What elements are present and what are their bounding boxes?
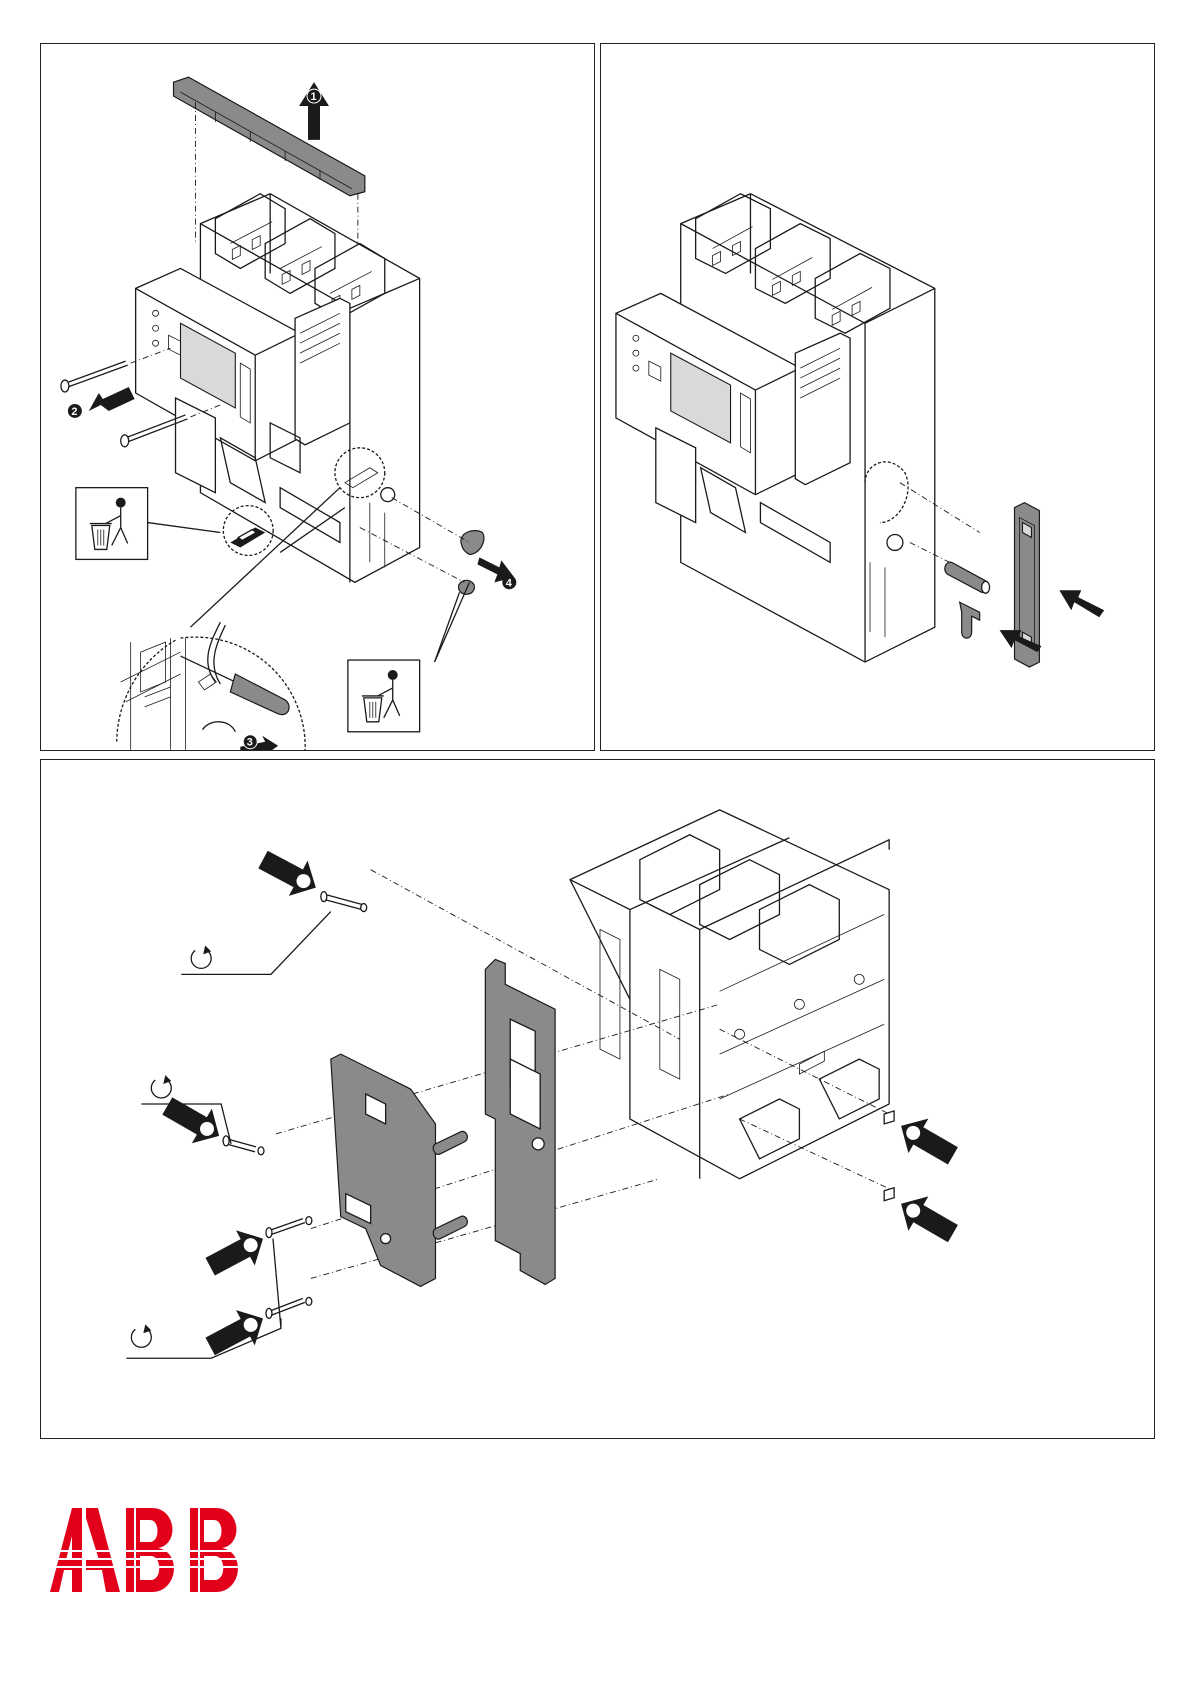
abb-logo: [48, 1506, 268, 1592]
step-1-arrow: 1: [299, 82, 329, 140]
insert-arrow: [157, 1089, 229, 1153]
step-3-arrow: 3: [240, 735, 278, 750]
panel-step-3-plate-mounting: [40, 759, 1155, 1439]
insert-arrow: [891, 1186, 963, 1250]
mounting-plate-rear: [485, 959, 555, 1284]
disassembly-illustration: 1: [41, 44, 594, 750]
panel-step-2-assembly: [600, 43, 1155, 751]
rotate-icon: [131, 1324, 151, 1347]
mounting-plate-front: [331, 1054, 436, 1286]
new-lever-part: [960, 602, 980, 638]
step-1-number: 1: [311, 91, 317, 103]
screw-lower: [266, 1217, 312, 1238]
nut-right-upper: [884, 1111, 894, 1124]
spacer: [433, 1216, 467, 1239]
waste-bin-icon: [348, 660, 420, 732]
insert-arrow: [1059, 590, 1104, 617]
plate-mounting-illustration: [41, 760, 1154, 1438]
step-4-number: 4: [506, 577, 513, 589]
waste-bin-icon: [76, 488, 148, 560]
zoom-detail-screwdriver: [117, 622, 305, 750]
assembly-illustration: [601, 44, 1154, 750]
spacer: [433, 1131, 467, 1154]
insert-arrow: [201, 1301, 273, 1364]
terminal-cover-part: [174, 77, 365, 196]
insert-arrow: [201, 1221, 273, 1284]
step-2-number: 2: [71, 406, 77, 418]
breaker-body: [570, 810, 889, 1179]
rotate-icon: [191, 945, 211, 968]
insert-arrow: [254, 842, 326, 905]
abb-logo-mark: [48, 1506, 268, 1592]
step-2-arrow: 2: [68, 387, 135, 418]
screw-bottom: [266, 1297, 312, 1318]
nut-right-lower: [884, 1188, 894, 1201]
step-4-arrow: 4: [477, 557, 516, 589]
step-3-number: 3: [247, 737, 253, 749]
rotate-icon: [151, 1075, 171, 1098]
insert-arrow: [891, 1109, 963, 1173]
screw-top: [321, 892, 367, 912]
breaker-body: [136, 194, 420, 583]
new-pin-part: [945, 562, 990, 593]
breaker-body: [616, 194, 935, 662]
panel-step-1-disassembly: 1: [40, 43, 595, 751]
